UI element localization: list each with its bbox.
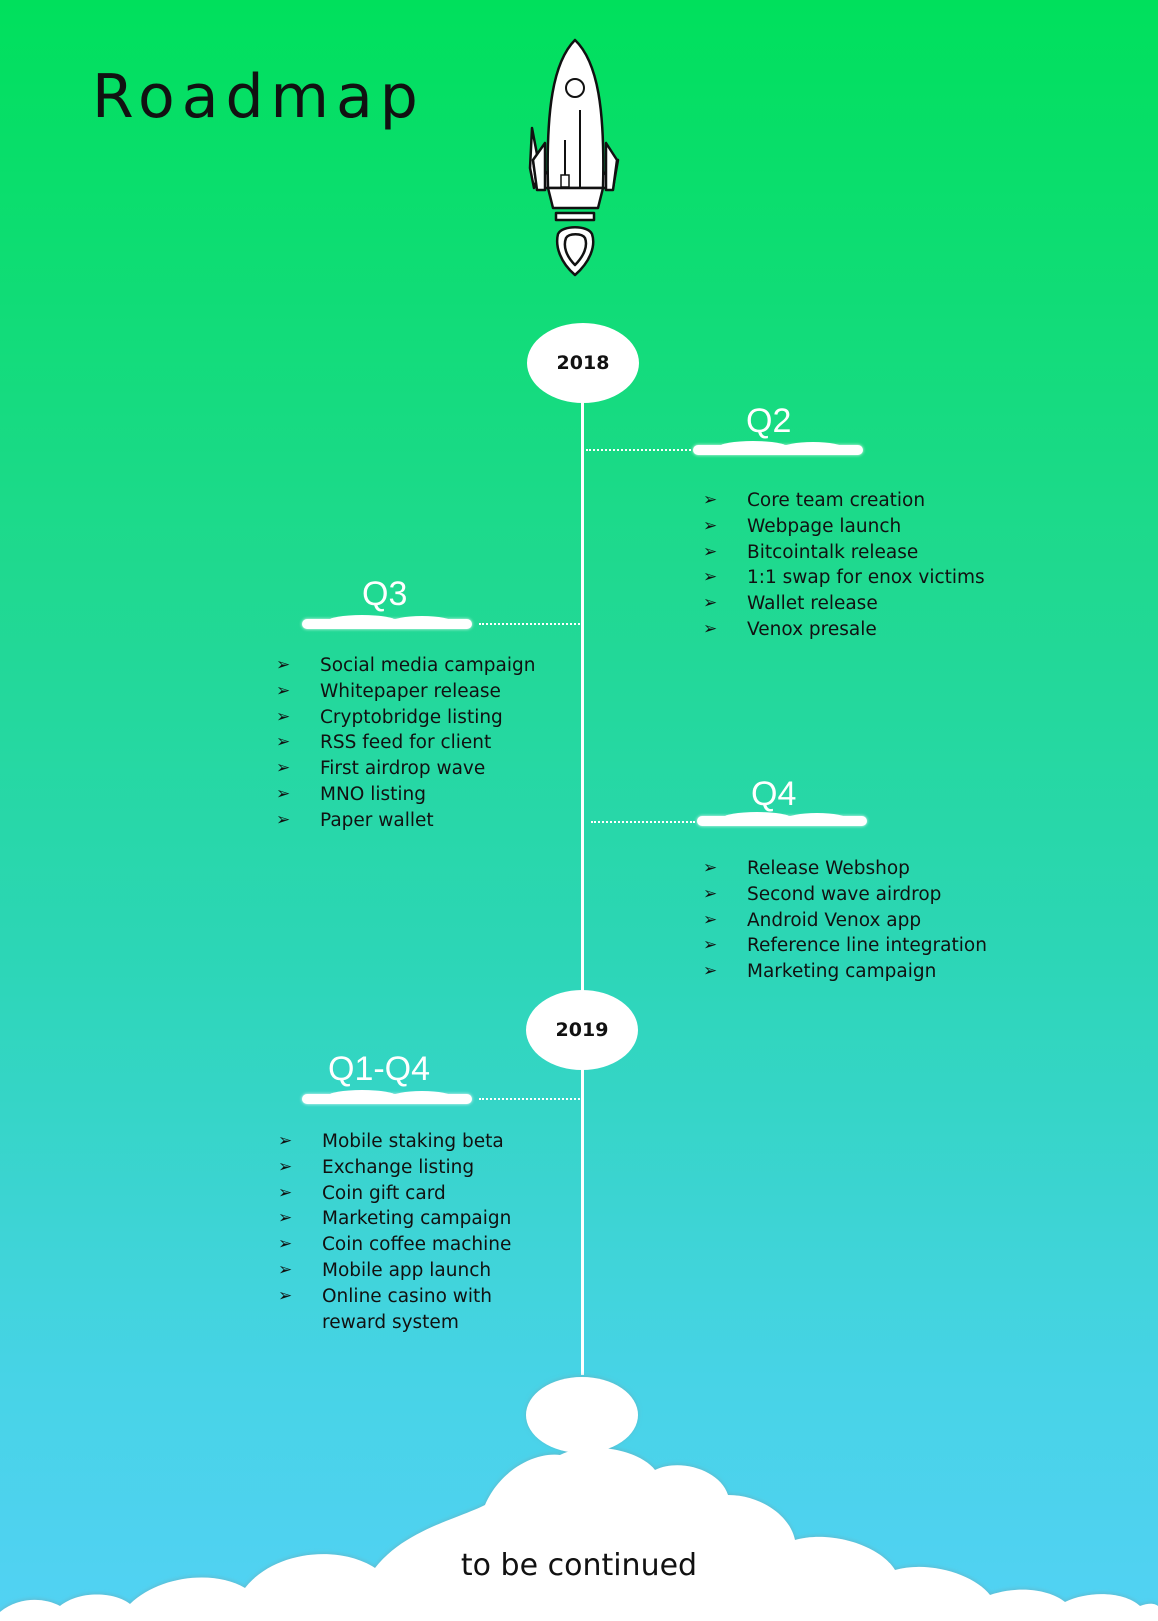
list-item: ➢Mobile staking beta — [278, 1129, 511, 1155]
year-2018-badge: 2018 — [527, 323, 639, 403]
arrow-bullet-icon: ➢ — [703, 618, 718, 639]
list-item: ➢RSS feed for client — [276, 730, 535, 756]
arrow-bullet-icon: ➢ — [276, 758, 291, 779]
list-item: ➢Android Venox app — [703, 908, 987, 934]
list-item: ➢Online casino with — [278, 1284, 511, 1310]
arrow-bullet-icon: ➢ — [703, 541, 718, 562]
arrow-bullet-icon: ➢ — [278, 1156, 293, 1177]
list-item: ➢Bitcointalk release — [703, 540, 985, 566]
q1q4-connector — [479, 1098, 580, 1100]
q4-list: ➢Release Webshop ➢Second wave airdrop ➢A… — [703, 856, 987, 985]
q2-cloud-underline — [693, 441, 863, 455]
list-item: ➢MNO listing — [276, 782, 535, 808]
list-item: ➢Webpage launch — [703, 514, 985, 540]
list-item: ➢Wallet release — [703, 591, 985, 617]
list-item: ➢Reference line integration — [703, 933, 987, 959]
list-item: ➢Venox presale — [703, 617, 985, 643]
arrow-bullet-icon: ➢ — [276, 706, 291, 727]
arrow-bullet-icon: ➢ — [278, 1234, 293, 1255]
q4-connector — [591, 821, 695, 823]
arrow-bullet-icon: ➢ — [276, 732, 291, 753]
q2-label: Q2 — [746, 402, 792, 440]
arrow-bullet-icon: ➢ — [703, 883, 718, 904]
arrow-bullet-icon: ➢ — [703, 909, 718, 930]
arrow-bullet-icon: ➢ — [276, 680, 291, 701]
list-item: ➢Whitepaper release — [276, 679, 535, 705]
list-item: ➢Second wave airdrop — [703, 882, 987, 908]
arrow-bullet-icon: ➢ — [278, 1208, 293, 1229]
q2-list: ➢Core team creation ➢Webpage launch ➢Bit… — [703, 488, 985, 643]
year-2019-badge: 2019 — [526, 990, 638, 1070]
list-item: ➢Core team creation — [703, 488, 985, 514]
q1q4-list: ➢Mobile staking beta ➢Exchange listing ➢… — [278, 1129, 511, 1335]
q3-list: ➢Social media campaign ➢Whitepaper relea… — [276, 653, 535, 834]
arrow-bullet-icon: ➢ — [276, 809, 291, 830]
q2-connector — [586, 449, 691, 451]
list-item: ➢First airdrop wave — [276, 756, 535, 782]
list-item: reward system — [322, 1311, 459, 1333]
q3-cloud-underline — [302, 615, 472, 629]
arrow-bullet-icon: ➢ — [276, 783, 291, 804]
list-item: ➢Coin gift card — [278, 1181, 511, 1207]
list-item: ➢1:1 swap for enox victims — [703, 565, 985, 591]
arrow-bullet-icon: ➢ — [278, 1285, 293, 1306]
q3-label: Q3 — [362, 575, 408, 613]
arrow-bullet-icon: ➢ — [276, 655, 291, 675]
q1q4-cloud-underline — [302, 1090, 472, 1104]
list-item: ➢Exchange listing — [278, 1155, 511, 1181]
arrow-bullet-icon: ➢ — [278, 1182, 293, 1203]
arrow-bullet-icon: ➢ — [703, 567, 718, 588]
q4-cloud-underline — [697, 812, 867, 826]
rocket-icon — [528, 38, 620, 277]
arrow-bullet-icon: ➢ — [703, 515, 718, 536]
list-item: ➢Cryptobridge listing — [276, 705, 535, 731]
arrow-bullet-icon: ➢ — [703, 490, 718, 510]
arrow-bullet-icon: ➢ — [703, 935, 718, 956]
list-item: ➢Mobile app launch — [278, 1258, 511, 1284]
arrow-bullet-icon: ➢ — [703, 961, 718, 982]
list-item: ➢Paper wallet — [276, 808, 535, 834]
list-item: ➢Marketing campaign — [278, 1206, 511, 1232]
list-item: ➢Release Webshop — [703, 856, 987, 882]
page-title: Roadmap — [92, 62, 425, 132]
arrow-bullet-icon: ➢ — [703, 593, 718, 614]
q1q4-label: Q1-Q4 — [328, 1050, 431, 1088]
arrow-bullet-icon: ➢ — [278, 1131, 293, 1151]
to-be-continued-text: to be continued — [460, 1548, 698, 1583]
arrow-bullet-icon: ➢ — [703, 858, 718, 878]
list-item: ➢Coin coffee machine — [278, 1232, 511, 1258]
arrow-bullet-icon: ➢ — [278, 1259, 293, 1280]
timeline-line — [581, 395, 584, 1375]
list-item: ➢Marketing campaign — [703, 959, 987, 985]
q4-label: Q4 — [751, 775, 797, 813]
q3-connector — [479, 623, 580, 625]
list-item: ➢Social media campaign — [276, 653, 535, 679]
